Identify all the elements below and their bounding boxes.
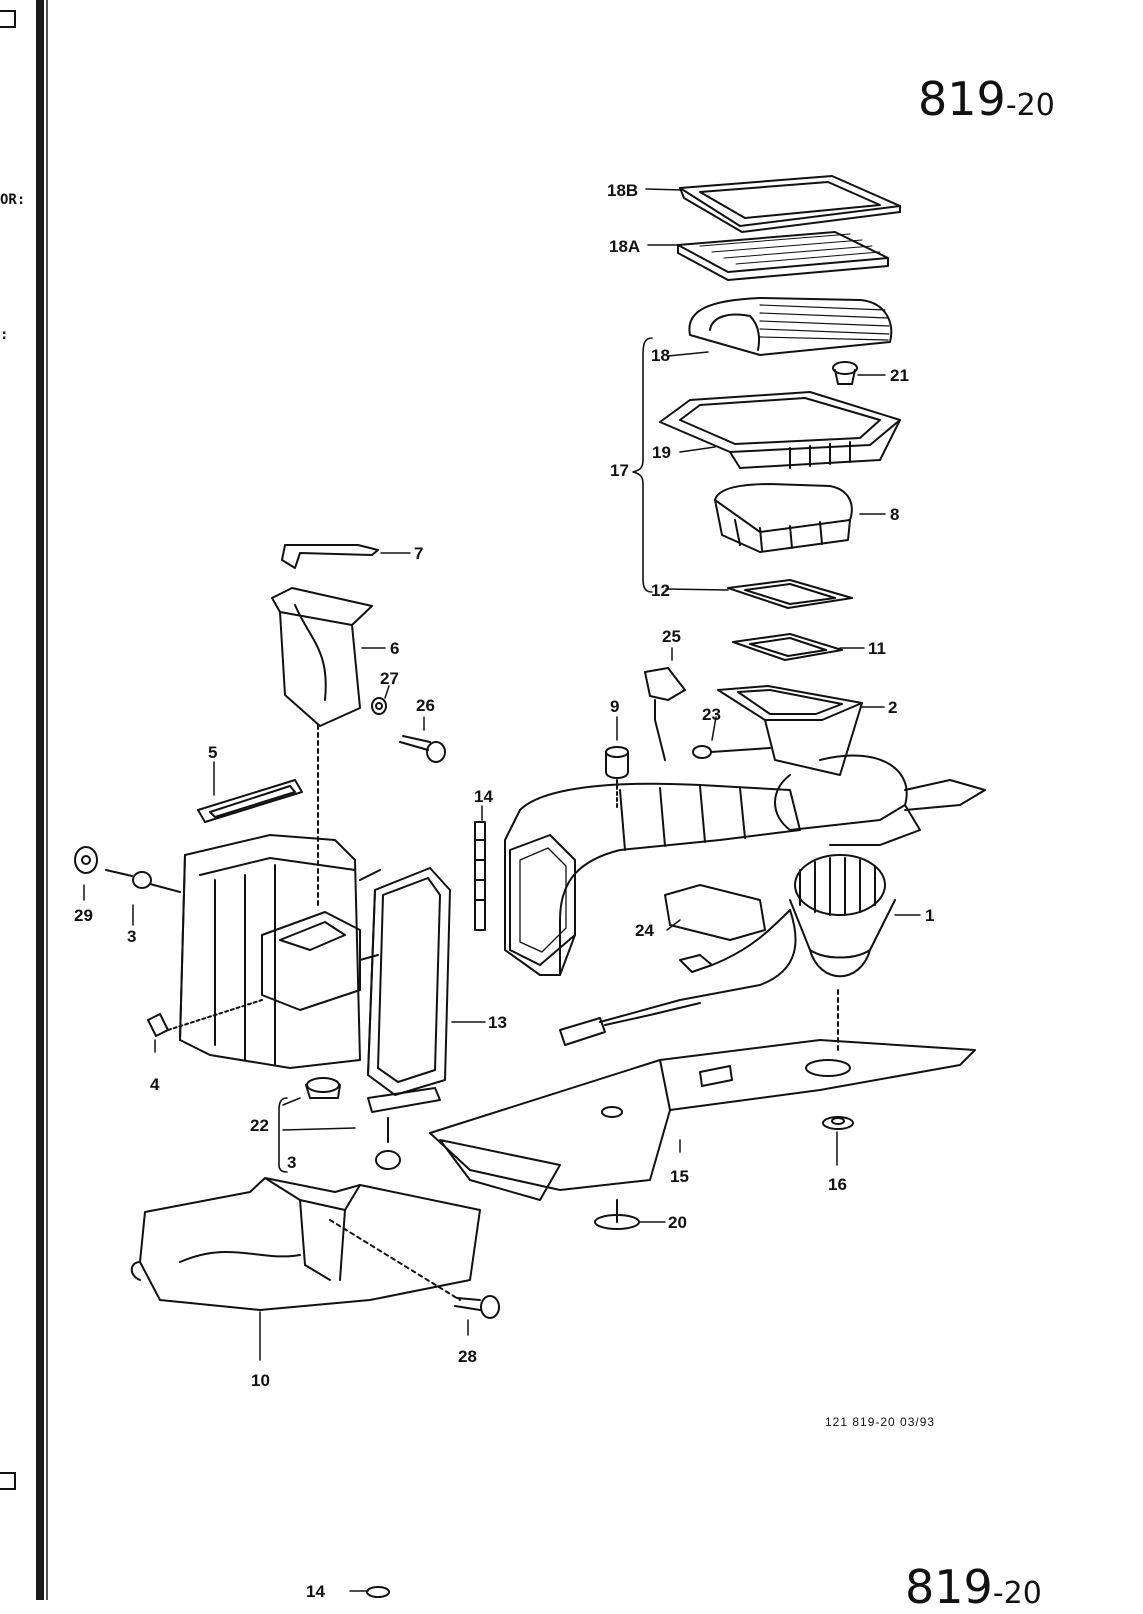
part-16-nut <box>822 1116 854 1130</box>
callout-15: 15 <box>670 1167 689 1186</box>
callout-3-upper: 3 <box>127 927 136 946</box>
callout-7: 7 <box>414 544 423 563</box>
callout-24: 24 <box>635 921 654 940</box>
callout-12: 12 <box>651 581 670 600</box>
callout-18a: 18A <box>609 237 640 256</box>
margin-label-or: OR: <box>0 192 26 208</box>
callout-28: 28 <box>458 1347 477 1366</box>
callout-18: 18 <box>651 346 670 365</box>
part-7-seal-strip <box>281 544 379 569</box>
page-number-suffix: -20 <box>1005 88 1055 123</box>
callout-10: 10 <box>251 1371 270 1390</box>
callout-26: 26 <box>416 696 435 715</box>
part-11-gasket <box>732 633 843 661</box>
part-22-lever-assembly <box>305 1077 441 1170</box>
part-4-clip <box>147 999 263 1037</box>
callout-19: 19 <box>652 443 671 462</box>
callout-18b: 18B <box>607 181 638 200</box>
part-2-blower-housing <box>717 685 986 846</box>
part-12-gasket <box>727 579 853 609</box>
part-29-washer <box>74 846 98 874</box>
callout-21: 21 <box>890 366 909 385</box>
margin-checkbox-bottom <box>0 1472 16 1490</box>
bracket-22 <box>278 1097 288 1173</box>
page-number-main: 819 <box>918 72 1006 126</box>
callout-14: 14 <box>474 787 493 806</box>
callout-4: 4 <box>150 1075 160 1094</box>
callout-6: 6 <box>390 639 399 658</box>
part-14-fuse-strip <box>474 821 486 931</box>
part-8-flap-housing <box>714 483 853 553</box>
callout-25: 25 <box>662 627 681 646</box>
callout-5: 5 <box>208 743 217 762</box>
part-26-bolt <box>399 735 446 763</box>
part-1-blower-motor <box>789 854 896 1051</box>
part-5-gasket <box>197 779 303 823</box>
callout-3-lower: 3 <box>287 1153 296 1172</box>
callout-13: 13 <box>488 1013 507 1032</box>
callout-27: 27 <box>380 669 399 688</box>
callout-29: 29 <box>74 906 93 925</box>
callout-16: 16 <box>828 1175 847 1194</box>
binder-edge-inner <box>46 0 48 1600</box>
part-10-floor-outlet <box>130 1177 481 1311</box>
callout-8: 8 <box>890 505 899 524</box>
callout-9: 9 <box>610 697 619 716</box>
part-9-grommet <box>605 746 629 811</box>
callout-20: 20 <box>668 1213 687 1232</box>
callout-17: 17 <box>610 461 629 480</box>
bracket-17 <box>632 337 653 593</box>
diagram-reference-code: 121 819-20 03/93 <box>825 1415 936 1429</box>
part-18-filter-cover <box>688 297 893 356</box>
part-21-grommet <box>832 361 858 385</box>
margin-label-colon: : <box>0 327 9 343</box>
part-18b-filter-frame <box>679 175 901 233</box>
callout-22: 22 <box>250 1116 269 1135</box>
part-24-switch-harness <box>559 884 797 1046</box>
callout-11: 11 <box>868 639 886 658</box>
callout-1: 1 <box>925 906 934 925</box>
part-27-washer <box>371 697 387 715</box>
part-15-floor-duct <box>429 1039 976 1201</box>
part-23-resistor <box>692 745 771 759</box>
part-heater-box <box>179 834 381 1069</box>
callout-14-next-page: 14 <box>306 1582 325 1600</box>
part-13-heater-core <box>367 867 451 1096</box>
binder-edge <box>36 0 44 1600</box>
part-20-fastener <box>594 1199 640 1230</box>
part-28-bolt <box>329 1219 500 1319</box>
part-air-duct <box>504 782 801 976</box>
margin-checkbox-top <box>0 10 16 28</box>
part-3-screw-left <box>105 869 181 893</box>
part-6-heater-duct <box>271 587 373 906</box>
leader-lines <box>83 188 921 1592</box>
part-25-connector <box>644 667 686 761</box>
callout-labels: 18B 18A 18 21 17 19 8 12 11 25 2 9 23 7 … <box>74 181 934 1600</box>
part-18a-filter-element <box>677 231 889 281</box>
callout-23: 23 <box>702 705 721 724</box>
part-19-filter-housing <box>659 391 901 469</box>
callout-2: 2 <box>888 698 897 717</box>
page-number: 819-20 <box>918 72 1055 126</box>
next-page-part-14 <box>366 1586 390 1598</box>
